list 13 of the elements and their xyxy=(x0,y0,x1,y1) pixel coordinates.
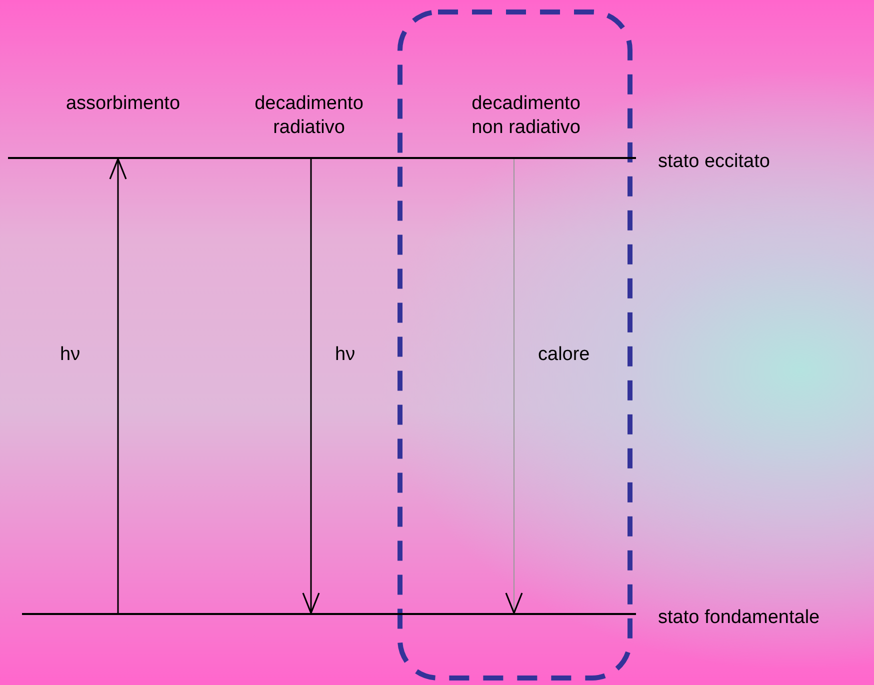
level-label: stato eccitato xyxy=(658,150,770,174)
arrow xyxy=(505,158,523,614)
energy-level-line xyxy=(8,157,636,159)
level-label: stato fondamentale xyxy=(658,606,820,630)
process-label: decadimento non radiativo xyxy=(470,92,582,140)
edge-label: calore xyxy=(538,343,590,367)
edge-label: hν xyxy=(335,343,356,367)
process-label: assorbimento xyxy=(64,92,182,116)
energy-level-line xyxy=(22,613,636,615)
process-label: decadimento radiativo xyxy=(254,92,364,140)
edge-label: hν xyxy=(60,343,80,367)
arrow xyxy=(109,158,127,613)
arrow xyxy=(302,159,320,614)
